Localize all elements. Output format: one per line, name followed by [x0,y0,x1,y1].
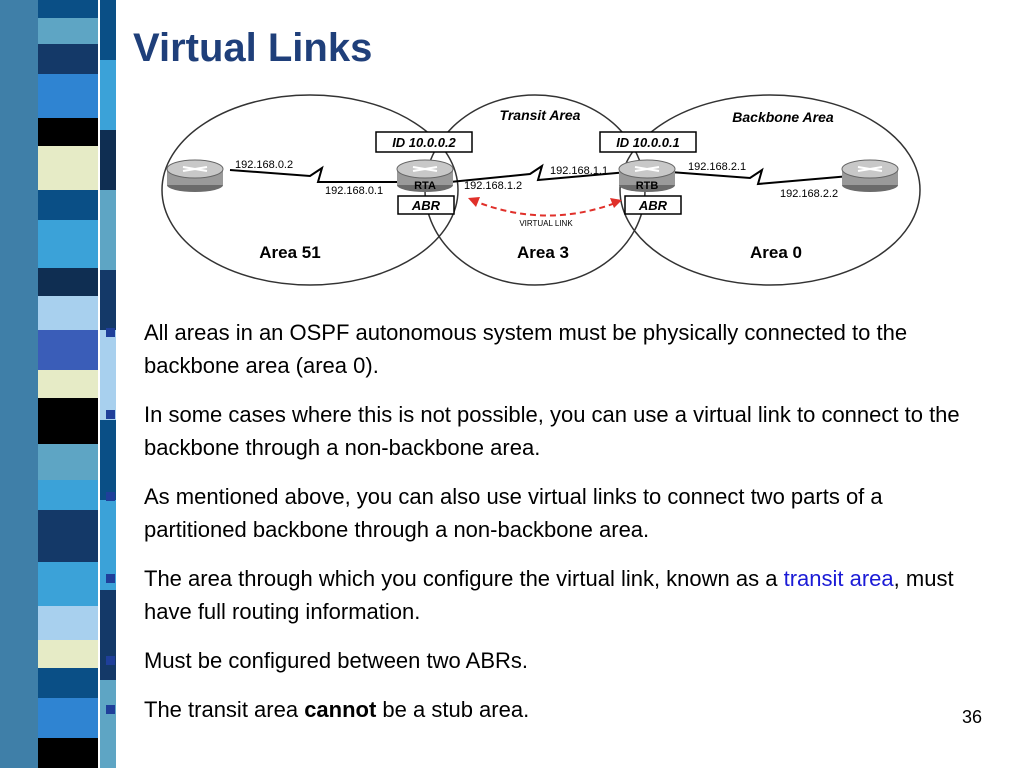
ip-left-router: 192.168.0.2 [235,159,293,171]
virtual-link-label: VIRTUAL LINK [519,219,573,228]
bullet-item: Must be configured between two ABRs. [106,644,986,677]
backbone-area-label: Backbone Area [732,109,834,125]
bullet-text-pre: The area through which you configure the… [144,566,784,591]
transit-area-term: transit area [783,566,894,591]
area-0-label: Area 0 [750,243,802,262]
area-3-label: Area 3 [517,243,569,262]
slide-title: Virtual Links [133,26,373,70]
bullet-item: The transit area cannot be a stub area. [106,693,986,726]
rta-router-icon [396,159,454,192]
page-number: 36 [962,707,983,727]
bullet-marker [106,492,115,501]
bullet-marker [106,410,115,419]
bullet-marker [106,705,115,714]
rtb-abr-label: ABR [638,198,668,213]
bullet-item: The area through which you configure the… [106,562,986,628]
ip-rtb-area3: 192.168.1.1 [550,165,608,177]
bullet-text-pre: The transit area [144,697,305,722]
ip-rta-area3: 192.168.1.2 [464,180,522,192]
bullet-text: In some cases where this is not possible… [144,402,960,460]
rta-abr-label: ABR [411,198,441,213]
bullet-text: As mentioned above, you can also use vir… [144,484,883,542]
bullet-marker [106,656,115,665]
rtb-router-icon [618,159,676,192]
bullet-text: All areas in an OSPF autonomous system m… [144,320,908,378]
serial-link-area3 [449,163,629,183]
area-0-ellipse [619,94,921,286]
transit-area-label: Transit Area [500,107,581,123]
rta-name-label: RTA [414,180,436,192]
cannot-emphasis: cannot [304,697,377,722]
serial-link-area51 [229,165,400,183]
virtual-link-arrowhead-right [610,198,622,208]
bullet-text-post: , must have full routing information. [144,566,954,624]
bullet-marker [106,574,115,583]
right-router-icon [841,159,899,192]
bullet-item: In some cases where this is not possible… [106,398,986,464]
bullet-list: All areas in an OSPF autonomous system m… [106,316,986,726]
bullet-item: All areas in an OSPF autonomous system m… [106,316,986,382]
left-router-icon [166,159,224,192]
ip-rtb-area0: 192.168.2.1 [688,161,746,173]
area-51-label: Area 51 [259,243,320,262]
virtual-link-arrowhead-left [468,197,480,207]
rtb-id-label: ID 10.0.0.1 [616,135,680,150]
decorative-stripe-border [0,0,118,768]
ip-rta-area51: 192.168.0.1 [325,185,383,197]
rta-id-label: ID 10.0.0.2 [392,135,456,150]
virtual-link-arrow [471,199,619,217]
bullet-marker [106,328,115,337]
rtb-name-label: RTB [636,180,659,192]
bullet-text: Must be configured between two ABRs. [144,648,528,673]
bullet-item: As mentioned above, you can also use vir… [106,480,986,546]
bullet-text-post: be a stub area. [376,697,530,722]
serial-link-area0 [669,167,851,186]
ospf-virtual-link-diagram: ID 10.0.0.2 ID 10.0.0.1 RTA RTB ABR ABR … [161,94,921,286]
ip-right-router: 192.168.2.2 [780,188,838,200]
